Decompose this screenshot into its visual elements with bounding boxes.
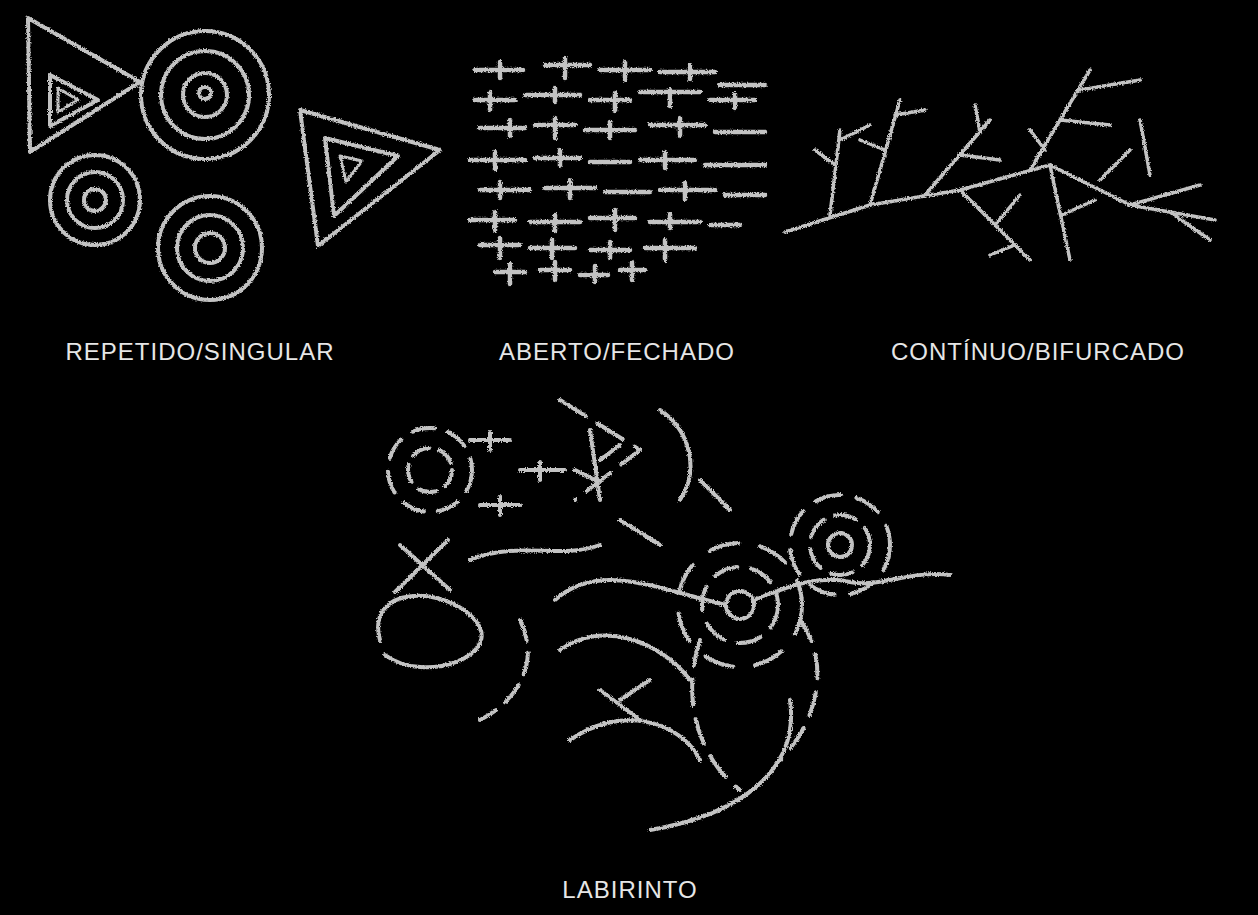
ring-shape [141, 31, 269, 159]
path-stroke [470, 432, 565, 515]
triangle-shape [300, 110, 440, 246]
maze-strokes [470, 58, 765, 284]
repeated-shapes [28, 18, 440, 300]
ring-shape [161, 51, 249, 139]
path-stroke [470, 545, 600, 560]
ring-shape [726, 591, 754, 619]
ring-shape [790, 495, 890, 595]
ring-shape [828, 533, 852, 557]
section-label: CONTÍNUO/BIFURCADO [891, 338, 1185, 366]
section-label: ABERTO/FECHADO [499, 338, 735, 366]
ring-shape [50, 155, 140, 245]
ring-shape [199, 87, 211, 99]
branch-strokes [785, 70, 1215, 260]
section-label: LABIRINTO [562, 876, 697, 904]
ring-shape [408, 448, 452, 492]
triangle-shape [28, 18, 140, 152]
path-stroke [660, 410, 730, 510]
ring-shape [810, 515, 870, 575]
triangle-shape [325, 138, 398, 216]
path-stroke [575, 430, 660, 545]
path-stroke [780, 620, 817, 760]
ring-shape [195, 233, 225, 263]
path-stroke [570, 700, 791, 830]
ring-shape [183, 73, 227, 117]
triangle-shape [50, 75, 98, 126]
ring-shape [388, 428, 472, 512]
ring-shape [177, 215, 243, 281]
ring-shape [158, 196, 262, 300]
triangle-shape [340, 156, 362, 182]
triangle-shape [58, 88, 78, 112]
path-stroke [560, 636, 690, 720]
path-stroke [480, 620, 528, 720]
path-stroke [378, 596, 481, 667]
path-stroke [560, 400, 640, 500]
path-stroke [395, 540, 450, 592]
path-stroke [692, 640, 740, 790]
path-stroke [555, 574, 950, 605]
ring-shape [67, 172, 123, 228]
section-label: REPETIDO/SINGULAR [65, 338, 334, 366]
ring-shape [84, 189, 106, 211]
ring-shape [702, 567, 778, 643]
labyrinth-drawing [378, 400, 950, 830]
